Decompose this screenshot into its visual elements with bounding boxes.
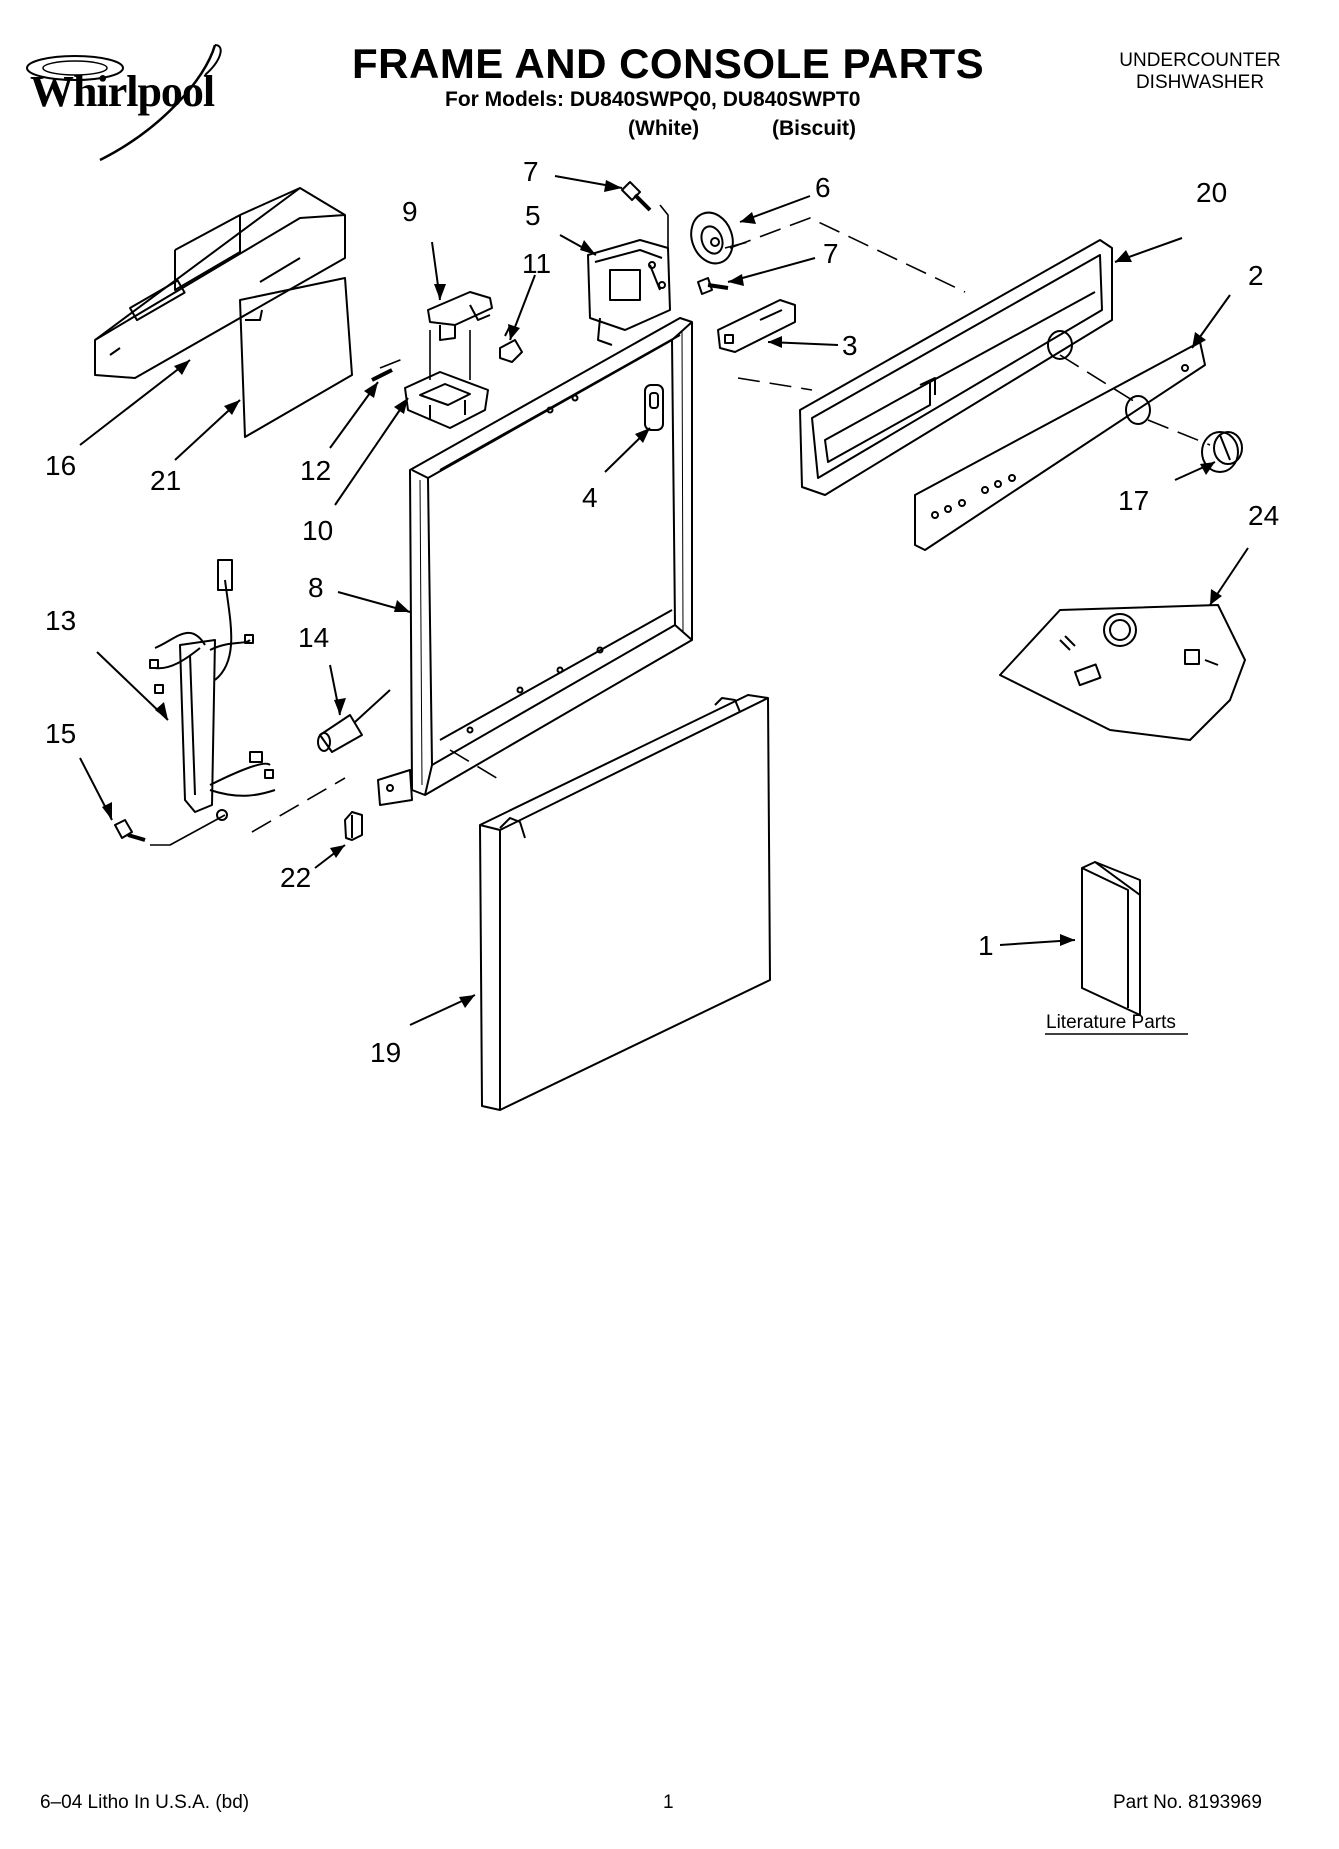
footer-page-number: 1 [663,1792,674,1813]
part-1-literature [1081,861,1141,1016]
literature-parts-label: Literature Parts [1046,1012,1176,1033]
part-12-rod [371,368,393,382]
callout-14: 14 [298,622,330,653]
callout-8: 8 [308,572,324,603]
product-type: UNDERCOUNTER DISHWASHER [1100,50,1300,94]
part-7-screw-top [621,181,652,212]
callout-11: 11 [522,248,552,279]
footer-litho: 6–04 Litho In U.S.A. (bd) [40,1792,250,1813]
callout-4: 4 [582,482,598,513]
assembly-lines [251,217,1211,833]
footer-part-number: Part No. 8193969 [1113,1792,1262,1813]
callout-7-mid: 7 [823,238,839,269]
part-22-clip [344,811,363,841]
arrow-heads [102,180,1222,1008]
part-6-cam [690,211,734,265]
callout-13: 13 [45,605,77,636]
part-20-console [799,239,1113,496]
callout-19: 19 [370,1037,402,1068]
brand-wordmark: Whirlpool [30,67,215,116]
callout-22: 22 [280,862,312,893]
callout-3: 3 [842,330,858,361]
callout-20: 20 [1196,177,1228,208]
callout-16: 16 [45,450,77,481]
callout-24: 24 [1248,500,1280,531]
callout-21: 21 [150,465,182,496]
callout-6: 6 [815,172,831,203]
variant-white: (White) [628,117,700,140]
part-16-control-housing [94,187,346,379]
callout-2: 2 [1248,260,1264,291]
product-line-2: DISHWASHER [1135,72,1265,93]
brand-logo [26,44,222,162]
part-5-latch [587,239,671,346]
variant-biscuit: (Biscuit) [772,117,856,140]
callout-9: 9 [402,196,418,227]
page-title: FRAME AND CONSOLE PARTS [352,40,985,87]
callout-5: 5 [525,200,541,231]
part-7-screw-mid [697,277,729,295]
part-14-sensor [317,689,391,753]
part-10-holder [404,371,489,429]
callout-1: 1 [978,930,994,961]
callout-10: 10 [302,515,334,546]
callout-7-top: 7 [523,156,539,187]
callout-12: 12 [300,455,332,486]
part-13-wire-harness [149,559,276,821]
callout-17: 17 [1118,485,1150,516]
part-9-switch-bracket [427,291,493,341]
leader-arrows [79,175,1249,1026]
part-17-knob [1201,431,1243,473]
product-line-1: UNDERCOUNTER [1119,50,1281,71]
part-3-switch [717,299,796,353]
part-24-parts-bag [999,604,1246,741]
part-2-overlay [914,341,1206,551]
part-8-frame [377,317,693,806]
part-21-insulation-sheet [239,277,353,438]
part-19-panel [479,694,771,1111]
callout-15: 15 [45,718,77,749]
models-line: For Models: DU840SWPQ0, DU840SWPT0 [445,88,861,111]
part-15-screw [114,819,146,842]
